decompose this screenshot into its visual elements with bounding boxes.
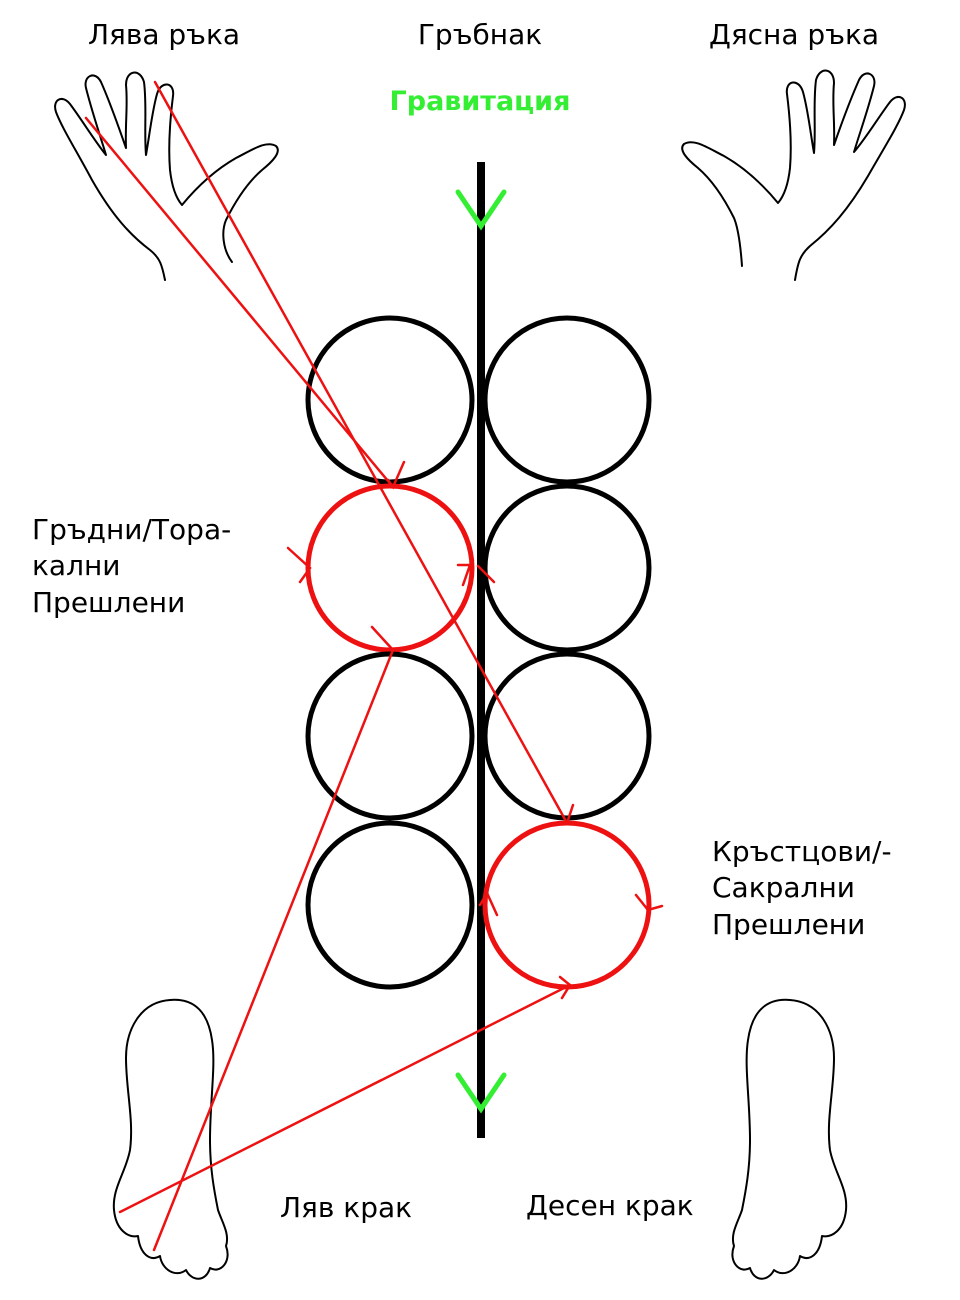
- gravity-arrow-bottom-icon: [455, 1072, 507, 1114]
- connection-left-hand-thoracic: [84, 116, 395, 489]
- vertebra-thoracic-highlight: [305, 483, 475, 653]
- vertebra-right-1: [482, 315, 652, 485]
- right-foot-icon: [731, 998, 848, 1280]
- tick-icon: [476, 564, 496, 584]
- left-foot-icon: [112, 998, 229, 1280]
- thoracic-label-line-1: Гръдни/Тора-: [32, 513, 232, 546]
- red-connections: [84, 80, 572, 1252]
- vertebra-left-3: [305, 651, 475, 821]
- tick-icon: [286, 546, 312, 584]
- sacral-label-line-3: Прешлени: [712, 907, 866, 941]
- right-hand-label: Дясна ръка: [708, 18, 880, 51]
- tick-icon: [386, 460, 406, 490]
- vertebra-sacral-highlight: [482, 820, 652, 990]
- connection-left-hand-sacral: [153, 80, 569, 825]
- left-foot-label: Ляв крак: [280, 1191, 413, 1224]
- thoracic-vertebrae-label: Гръдни/Тора- кални Прешлени: [32, 512, 231, 621]
- left-hand-icon: [54, 71, 279, 281]
- right-foot-label: Десен крак: [526, 1189, 694, 1222]
- vertebra-left-4: [305, 820, 475, 990]
- red-arrow-ticks: [286, 460, 664, 1000]
- sacral-vertebrae-label: Кръстцови/- Сакрални Прешлени: [712, 834, 892, 943]
- connection-thoracic-left-foot: [152, 648, 395, 1252]
- spine-label: Гръбнак: [417, 18, 543, 51]
- thoracic-label-line-3: Прешлени: [32, 585, 186, 619]
- tick-icon: [558, 975, 572, 1000]
- thoracic-label-line-2: кални: [32, 549, 121, 583]
- tick-icon: [478, 890, 499, 917]
- left-hand-label: Лява ръка: [87, 18, 241, 51]
- gravity-label: Гравитация: [389, 86, 571, 117]
- connection-sacral-left-foot: [118, 983, 572, 1214]
- tick-icon: [554, 803, 575, 825]
- sacral-label-line-1: Кръстцови/-: [712, 835, 892, 868]
- sacral-label-line-2: Сакрални: [712, 871, 855, 905]
- tick-icon: [634, 893, 664, 912]
- vertebra-right-3: [482, 651, 652, 821]
- tick-icon: [456, 563, 472, 587]
- gravity-arrow-top-icon: [455, 189, 507, 231]
- tick-icon: [370, 625, 397, 652]
- right-hand-icon: [681, 69, 906, 281]
- vertebra-right-2: [482, 483, 652, 653]
